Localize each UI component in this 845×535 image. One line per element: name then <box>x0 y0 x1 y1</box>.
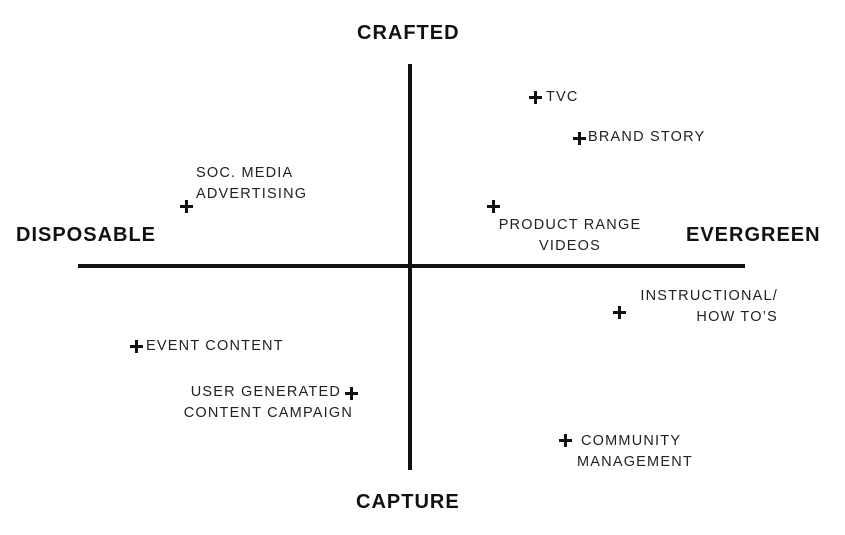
plus-icon <box>613 306 626 319</box>
plus-icon <box>487 200 500 213</box>
item-user-generated-content: USER GENERATED CONTENT CAMPAIGN <box>150 382 353 424</box>
item-product-range-videos: PRODUCT RANGE VIDEOS <box>490 215 650 257</box>
plus-icon <box>573 132 586 145</box>
plus-icon <box>180 200 193 213</box>
item-product-range-line-2: VIDEOS <box>539 238 601 254</box>
item-tvc-line-1: TVC <box>546 89 579 105</box>
axis-label-evergreen: EVERGREEN <box>686 224 821 246</box>
item-brand-story-line-1: BRAND STORY <box>588 129 706 145</box>
item-soc-media-line-1: SOC. MEDIA <box>196 165 294 181</box>
item-event-content-line-1: EVENT CONTENT <box>146 338 284 354</box>
item-community-line-2: MANAGEMENT <box>577 454 693 470</box>
vertical-axis-line <box>408 64 412 470</box>
item-instructional-line-2: HOW TO’S <box>696 309 778 325</box>
item-tvc: TVC <box>546 87 579 108</box>
plus-icon <box>559 434 572 447</box>
item-brand-story: BRAND STORY <box>588 127 705 148</box>
item-instructional-line-1: INSTRUCTIONAL/ <box>640 288 778 304</box>
axis-label-capture: CAPTURE <box>356 491 460 513</box>
plus-icon <box>130 340 143 353</box>
item-soc-media-advertising: SOC. MEDIA ADVERTISING <box>196 163 307 205</box>
item-instructional-how-tos: INSTRUCTIONAL/ HOW TO’S <box>600 286 778 328</box>
axis-label-crafted: CRAFTED <box>357 22 460 44</box>
item-product-range-line-1: PRODUCT RANGE <box>498 217 642 233</box>
item-community-line-1: COMMUNITY <box>581 433 682 449</box>
axis-label-disposable: DISPOSABLE <box>16 224 157 246</box>
item-ugc-line-1: USER GENERATED <box>190 384 341 400</box>
item-ugc-line-2: CONTENT CAMPAIGN <box>183 405 353 421</box>
item-event-content: EVENT CONTENT <box>146 336 284 357</box>
item-community-management: COMMUNITY MANAGEMENT <box>577 431 693 473</box>
plus-icon <box>345 387 358 400</box>
item-soc-media-line-2: ADVERTISING <box>196 186 308 202</box>
plus-icon <box>529 91 542 104</box>
